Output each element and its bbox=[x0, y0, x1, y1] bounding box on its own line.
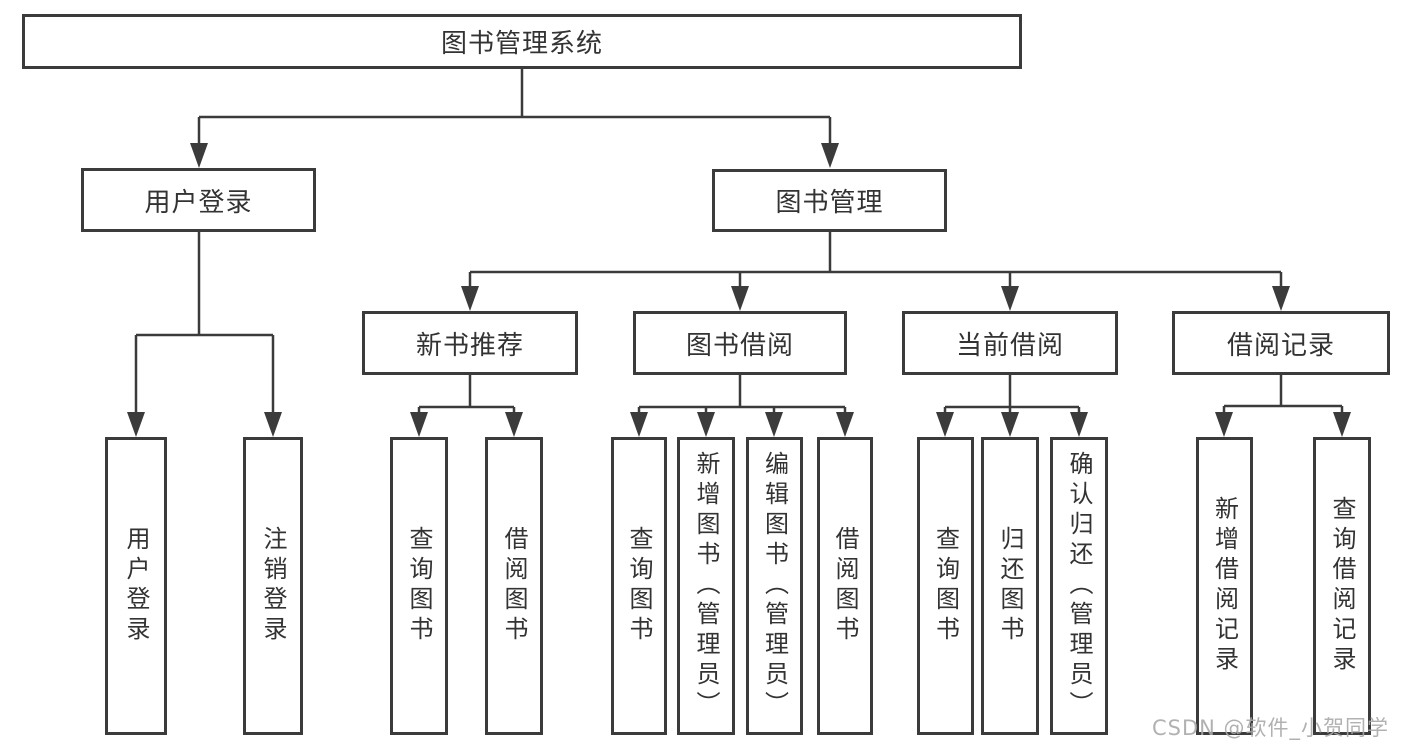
leaf-label: 新增图书（管理员） bbox=[692, 451, 720, 721]
leaf-add-borrow-record: 新增借阅记录 bbox=[1196, 437, 1253, 735]
leaf-query-books-current: 查询图书 bbox=[917, 437, 974, 735]
leaf-query-books-recommend: 查询图书 bbox=[390, 437, 448, 735]
node-current-borrowing: 当前借阅 bbox=[902, 311, 1118, 375]
leaf-label: 借阅图书 bbox=[831, 526, 859, 646]
node-borrow-records: 借阅记录 bbox=[1172, 311, 1390, 375]
leaf-label: 查询图书 bbox=[405, 526, 433, 646]
leaf-label: 编辑图书（管理员） bbox=[760, 451, 789, 721]
leaf-label: 查询借阅记录 bbox=[1328, 496, 1356, 676]
leaf-label: 归还图书 bbox=[996, 526, 1024, 646]
node-book-management: 图书管理 bbox=[712, 169, 947, 232]
leaf-label: 用户登录 bbox=[122, 526, 150, 646]
leaf-label: 注销登录 bbox=[259, 526, 287, 646]
node-library-system: 图书管理系统 bbox=[22, 14, 1022, 69]
leaf-label: 确认归还（管理员） bbox=[1065, 451, 1093, 721]
leaf-borrow-books-borrowing: 借阅图书 bbox=[817, 437, 873, 735]
leaf-logout: 注销登录 bbox=[243, 437, 303, 735]
leaf-edit-book-admin: 编辑图书（管理员） bbox=[746, 437, 803, 735]
leaf-query-borrow-record: 查询借阅记录 bbox=[1313, 437, 1371, 735]
leaf-add-book-admin: 新增图书（管理员） bbox=[677, 437, 735, 735]
leaf-confirm-return-admin: 确认归还（管理员） bbox=[1050, 437, 1108, 735]
leaf-label: 查询图书 bbox=[625, 526, 653, 646]
leaf-label: 新增借阅记录 bbox=[1210, 496, 1239, 676]
node-book-borrowing: 图书借阅 bbox=[633, 311, 847, 375]
leaf-user-login: 用户登录 bbox=[105, 437, 167, 735]
node-new-book-recommend: 新书推荐 bbox=[362, 311, 578, 375]
node-user-login: 用户登录 bbox=[81, 168, 316, 232]
leaf-label: 查询图书 bbox=[931, 526, 960, 646]
leaf-return-book: 归还图书 bbox=[981, 437, 1039, 735]
leaf-label: 借阅图书 bbox=[500, 526, 528, 646]
leaf-query-books-borrowing: 查询图书 bbox=[611, 437, 667, 735]
csdn-watermark: CSDN @软件_小贺同学 bbox=[1152, 716, 1390, 740]
leaf-borrow-books-recommend: 借阅图书 bbox=[485, 437, 543, 735]
